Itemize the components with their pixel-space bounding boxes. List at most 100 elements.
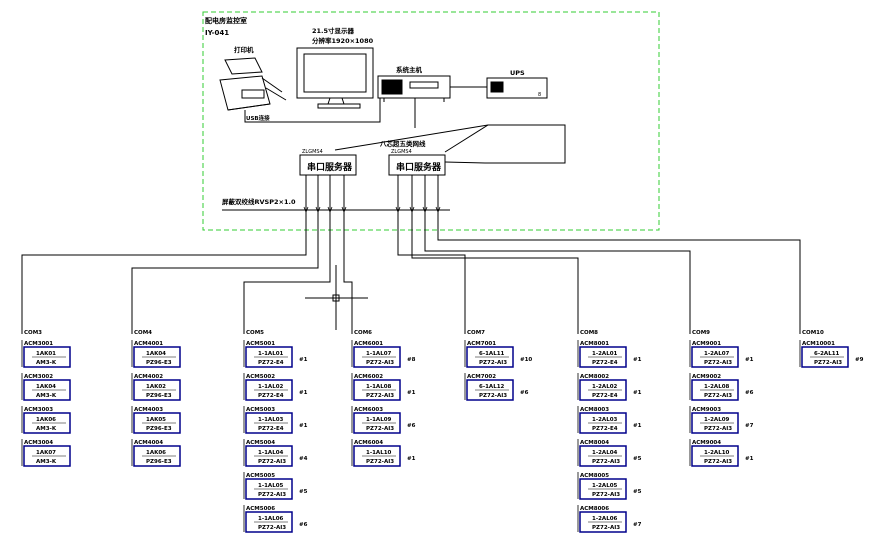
meter-model: PZ72-AI3 [704,360,732,366]
meter-id: ACM10001 [802,341,835,347]
com-port-label: COM6 [354,330,372,336]
meter-number: #1 [745,456,754,462]
meter-frame [245,478,293,500]
meter-cabinet: 1AK04 [36,384,56,390]
meter-id: ACM6002 [354,374,383,380]
meter-number: #6 [299,522,308,528]
meter-id: ACM8001 [580,341,609,347]
meter-cabinet: 1-2AL05 [592,483,618,489]
device-group-com7: COM7ACM70016-1AL11PZ72-AI3#10ACM70026-1A… [464,330,532,401]
meter-id: ACM8002 [580,374,609,380]
meter-id: ACM8003 [580,407,609,413]
meter-id: ACM5005 [246,473,275,479]
meter-model: PZ72-E4 [592,360,618,366]
com-port-label: COM4 [134,330,152,336]
meter-frame [579,412,627,434]
meter-model: PZ72-E4 [258,360,284,366]
meter-id: ACM9004 [692,440,721,446]
meter-cabinet: 1AK06 [146,450,166,456]
meter-model: PZ72-AI3 [592,492,620,498]
meter-frame [133,412,181,434]
meter-number: #5 [633,456,642,462]
meter-id: ACM9002 [692,374,721,380]
meter-frame [245,379,293,401]
meter-id: ACM6004 [354,440,383,446]
meter-id: ACM3004 [24,440,53,446]
meter-frame [691,379,739,401]
meter-frame [353,412,401,434]
meter-frame [23,379,71,401]
meter-id: ACM4003 [134,407,163,413]
meter-number: #1 [633,357,642,363]
meter-id: ACM5003 [246,407,275,413]
meter-id: ACM8006 [580,506,609,512]
ups-label: UPS [510,69,525,77]
meter-model: PZ72-AI3 [479,360,507,366]
meter-model: PZ96-E3 [146,393,172,399]
meter-cabinet: 6-2AL11 [814,351,840,357]
meter-id: ACM8005 [580,473,609,479]
meter-frame [245,511,293,533]
room-label: 配电房监控室 [205,16,247,25]
meter-cabinet: 1-1AL06 [258,516,284,522]
com-port-label: COM5 [246,330,264,336]
meter-cabinet: 1-1AL05 [258,483,284,489]
meter-model: PZ72-AI3 [366,426,394,432]
meter-model: PZ72-AI3 [366,459,394,465]
meter-model: PZ72-AI3 [704,459,732,465]
com-port-label: COM3 [24,330,42,336]
cable-label: 八芯超五类网线 [379,139,426,148]
meter-number: #1 [633,423,642,429]
bus-wire [411,175,579,334]
meter-id: ACM3003 [24,407,53,413]
meter-number: #1 [633,390,642,396]
meter-cabinet: 1-2AL04 [592,450,618,456]
meter-frame [466,346,514,368]
meter-id: ACM4002 [134,374,163,380]
meter-id: ACM8004 [580,440,609,446]
meter-model: PZ72-AI3 [592,525,620,531]
meter-number: #1 [745,357,754,363]
meter-number: #9 [855,357,864,363]
meter-frame [801,346,849,368]
meter-id: ACM9001 [692,341,721,347]
device-group-com9: COM9ACM90011-2AL07PZ72-AI3#1ACM90021-2AL… [689,330,754,467]
meter-model: AM3-K [36,459,57,465]
meter-number: #6 [745,390,754,396]
meter-number: #5 [299,489,308,495]
meter-id: ACM5006 [246,506,275,512]
printer-label: 打印机 [234,45,254,54]
meter-id: ACM3001 [24,341,53,347]
meter-model: AM3-K [36,360,57,366]
meter-cabinet: 1AK05 [146,417,166,423]
meter-model: PZ96-E3 [146,360,172,366]
meter-frame [466,379,514,401]
meter-number: #5 [633,489,642,495]
meter-cabinet: 1-1AL03 [258,417,284,423]
meter-model: PZ72-E4 [258,393,284,399]
meter-cabinet: 1-2AL10 [704,450,730,456]
com-port-label: COM10 [802,330,824,336]
bus-tick [409,206,415,214]
